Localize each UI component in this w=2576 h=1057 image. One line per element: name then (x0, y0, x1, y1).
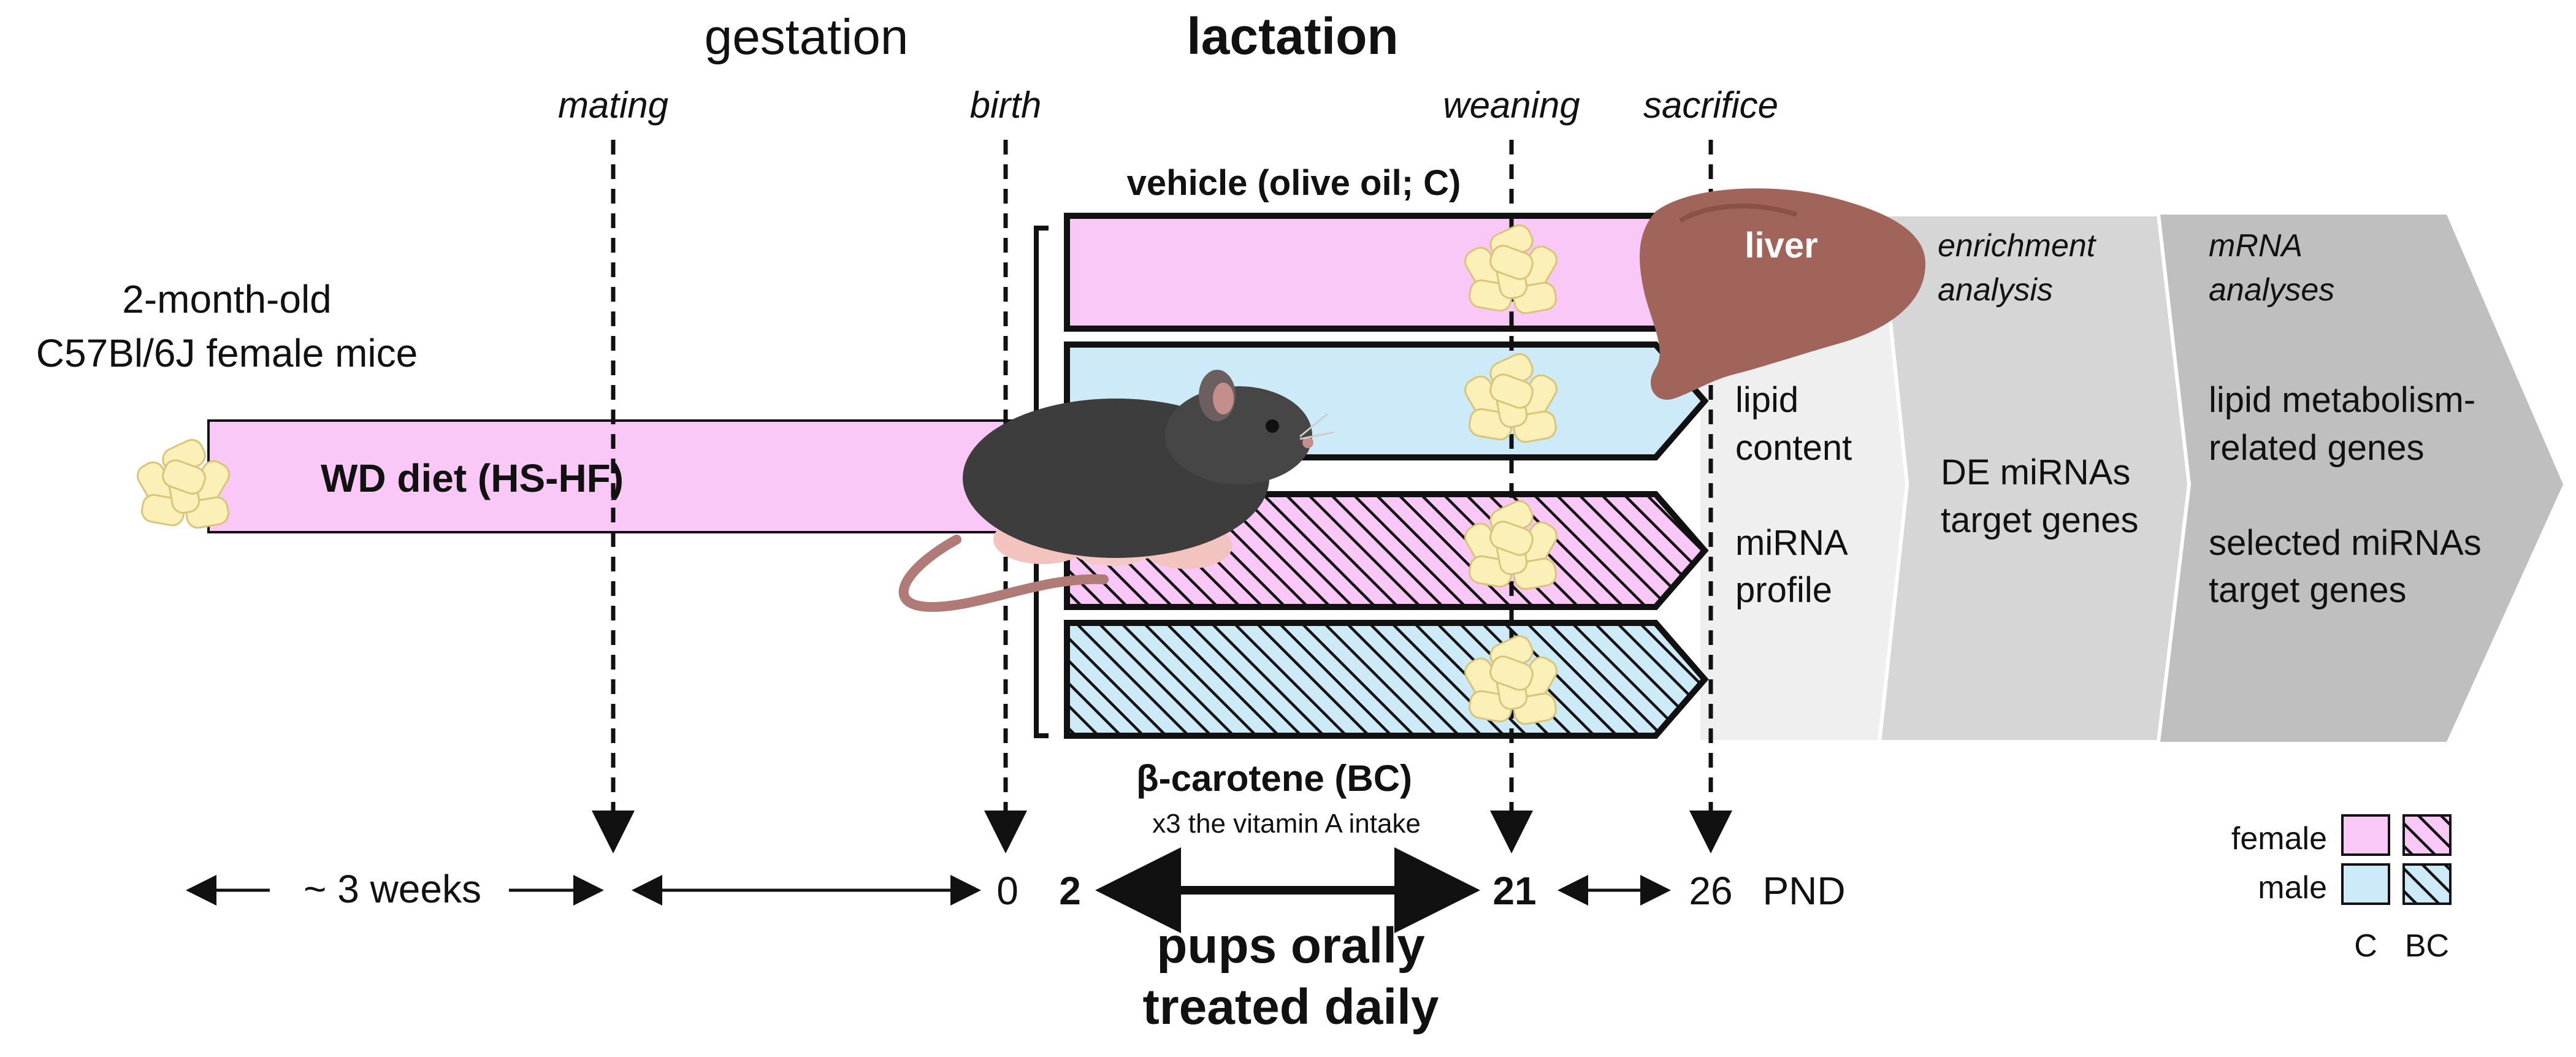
analysis-selected-line1: selected miRNAs (2209, 523, 2482, 563)
analysis-enrichment-line2: analysis (1938, 272, 2053, 308)
timeline-weeks: ~ 3 weeks (304, 867, 481, 911)
analysis-mirna-line2: profile (1735, 570, 1832, 610)
legend-male-bc-swatch (2402, 863, 2452, 905)
legend-male-c-swatch (2341, 863, 2390, 905)
analysis-lipid-genes-line2: related genes (2209, 428, 2424, 468)
wd-diet-label: WD diet (HS-HF) (321, 456, 624, 500)
legend-female-c-swatch (2341, 814, 2390, 856)
analysis-lipid-line2: content (1735, 428, 1852, 468)
analysis-mirna-line1: miRNA (1735, 523, 1848, 563)
mouse-with-pups-icon (898, 370, 1334, 612)
analysis-enrichment-line1: enrichment (1938, 228, 2097, 264)
analysis-de-line2: target genes (1941, 500, 2138, 540)
event-mating: mating (558, 85, 668, 126)
bc-sublabel: x3 the vitamin A intake (1152, 809, 1421, 839)
legend: female male C BC (2231, 814, 2452, 964)
legend-male-label: male (2258, 870, 2327, 906)
timeline-day21: 21 (1492, 869, 1536, 913)
phase-gestation: gestation (705, 9, 909, 65)
timeline-day0: 0 (996, 869, 1019, 913)
legend-bc-label: BC (2405, 928, 2449, 964)
bc-label: β-carotene (BC) (1136, 758, 1412, 799)
legend-female-label: female (2231, 821, 2327, 857)
phase-lactation: lactation (1187, 7, 1398, 65)
analysis-lipid-line1: lipid (1735, 380, 1798, 420)
treatment-line1: pups orally (1156, 918, 1425, 974)
analysis-mrna-line2: analyses (2209, 272, 2334, 308)
liver-icon (1640, 188, 1925, 400)
analysis-mrna-line1: mRNA (2209, 228, 2303, 264)
event-weaning: weaning (1443, 85, 1580, 126)
timeline-day2: 2 (1059, 869, 1081, 913)
analysis-de-line1: DE miRNAs (1941, 452, 2130, 492)
mothers-label-line1: 2-month-old (122, 277, 332, 321)
legend-female-bc-swatch (2402, 814, 2452, 856)
timeline-unit: PND (1762, 869, 1845, 913)
event-birth: birth (970, 85, 1042, 126)
event-sacrifice: sacrifice (1643, 85, 1778, 126)
treatment-line2: treated daily (1142, 979, 1439, 1035)
mothers-label-line2: C57Bl/6J female mice (36, 331, 418, 375)
vehicle-label: vehicle (olive oil; C) (1127, 163, 1461, 203)
group-female-c-arrow (1064, 213, 1709, 332)
mrna-analyses-chevron (2158, 215, 2563, 742)
group-male-bc-arrow (1064, 620, 1709, 739)
analysis-selected-line2: target genes (2209, 570, 2406, 610)
legend-c-label: C (2354, 928, 2377, 964)
liver-label: liver (1745, 226, 1817, 265)
analysis-lipid-genes-line1: lipid metabolism- (2209, 380, 2475, 420)
timeline-day26: 26 (1689, 869, 1732, 913)
